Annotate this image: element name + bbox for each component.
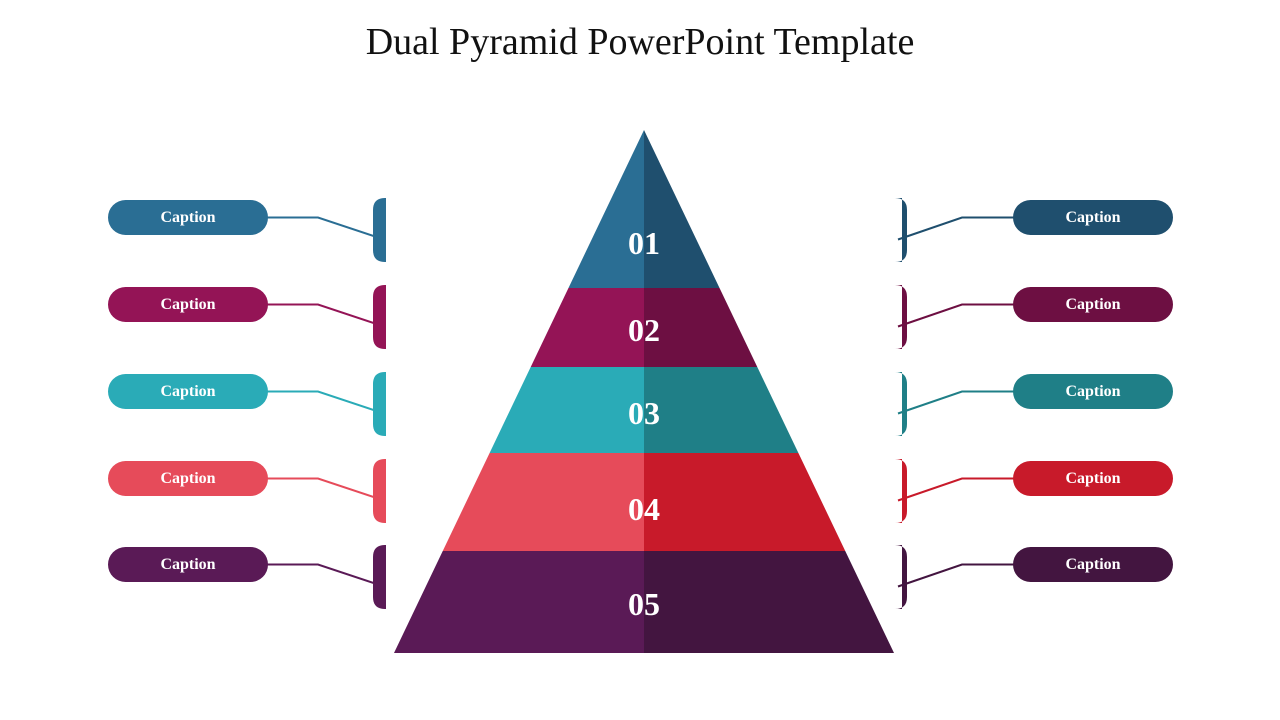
right-caption-pill-4[interactable]: Caption	[1013, 461, 1173, 496]
left-connector-line-2	[266, 303, 385, 328]
right-side-tab-2	[895, 285, 907, 349]
pyramid-band-left-half	[442, 453, 644, 551]
left-side-tab-5	[373, 545, 390, 609]
level-number-label: 01	[628, 225, 660, 261]
right-side-tab-1	[895, 198, 907, 262]
right-side-tab-4	[895, 459, 907, 523]
pyramid-band-right-half	[644, 453, 846, 551]
right-caption-pill-5[interactable]: Caption	[1013, 547, 1173, 582]
pyramid-band-right-half	[644, 367, 799, 453]
pyramid-band-2: 02	[530, 288, 758, 367]
pyramid-band-1: 01	[568, 130, 720, 288]
left-side-tab-3	[373, 372, 390, 436]
pyramid-band-left-half	[489, 367, 644, 453]
level-number-label: 04	[628, 491, 660, 527]
level-number-label: 02	[628, 312, 660, 348]
right-side-tab-5	[895, 545, 907, 609]
pyramid-band-left-half	[394, 551, 644, 653]
left-connector-line-1	[266, 216, 385, 241]
right-caption-pill-3[interactable]: Caption	[1013, 374, 1173, 409]
right-connector-line-4	[897, 477, 1015, 502]
left-caption-pill-2[interactable]: Caption	[108, 287, 268, 322]
pyramid-band-right-half	[644, 551, 894, 653]
right-connector-line-1	[897, 216, 1015, 241]
left-side-tab-1	[373, 198, 390, 262]
left-side-tab-2	[373, 285, 390, 349]
right-connector-line-2	[897, 303, 1015, 328]
right-side-tab-3	[895, 372, 907, 436]
left-caption-pill-5[interactable]: Caption	[108, 547, 268, 582]
slide-title: Dual Pyramid PowerPoint Template	[365, 21, 915, 63]
right-connector-line-5	[897, 563, 1015, 588]
pyramid-band-right-half	[644, 288, 758, 367]
pyramid-band-left-half	[568, 130, 644, 288]
left-connector-line-3	[266, 390, 385, 415]
left-connector-line-4	[266, 477, 385, 502]
left-connector-line-5	[266, 563, 385, 588]
level-number-label: 03	[628, 395, 660, 431]
left-side-tab-4	[373, 459, 390, 523]
pyramid-band-right-half	[644, 130, 720, 288]
pyramid-band-left-half	[530, 288, 644, 367]
pyramid-band-5: 05	[394, 551, 894, 653]
pyramid-band-3: 03	[489, 367, 799, 453]
pyramid-band-4: 04	[442, 453, 846, 551]
left-caption-pill-1[interactable]: Caption	[108, 200, 268, 235]
level-number-label: 05	[628, 586, 660, 622]
right-caption-pill-2[interactable]: Caption	[1013, 287, 1173, 322]
right-connector-line-3	[897, 390, 1015, 415]
left-caption-pill-4[interactable]: Caption	[108, 461, 268, 496]
left-caption-pill-3[interactable]: Caption	[108, 374, 268, 409]
right-caption-pill-1[interactable]: Caption	[1013, 200, 1173, 235]
